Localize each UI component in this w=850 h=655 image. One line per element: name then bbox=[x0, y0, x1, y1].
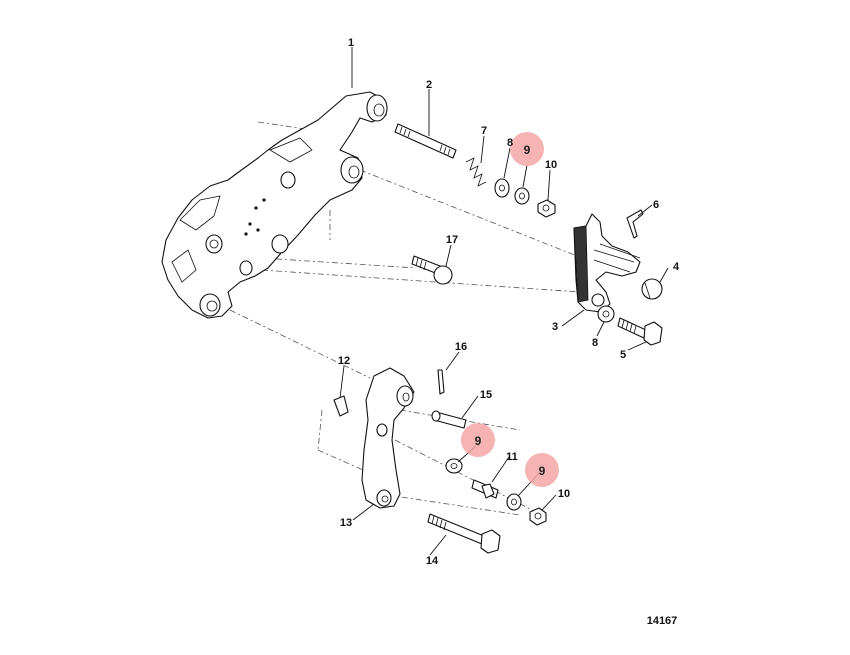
cotter-pin-part-6 bbox=[626, 209, 644, 239]
washer-part-9-lower-right bbox=[506, 493, 522, 511]
shift-lever-part-3 bbox=[573, 213, 641, 313]
callout-17: 17 bbox=[446, 234, 458, 246]
highlight-circle-9-lower-right bbox=[525, 453, 559, 487]
bolt-part-14 bbox=[427, 513, 501, 554]
callout-13: 13 bbox=[340, 517, 352, 529]
stud-part-11 bbox=[471, 479, 499, 499]
callout-9-lower-right: 9 bbox=[539, 464, 546, 478]
callout-12: 12 bbox=[338, 355, 350, 367]
nut-part-10-lower bbox=[529, 507, 547, 526]
callout-5: 5 bbox=[620, 349, 626, 361]
plug-part-4 bbox=[641, 278, 663, 300]
spring-part-7 bbox=[465, 157, 487, 187]
callout-7: 7 bbox=[481, 125, 487, 137]
callout-10-lower: 10 bbox=[558, 488, 570, 500]
bolt-part-5 bbox=[617, 317, 663, 346]
callout-6: 6 bbox=[653, 199, 659, 211]
washer-part-9-lower-left bbox=[445, 458, 463, 474]
callout-15: 15 bbox=[480, 389, 492, 401]
figure-number: 14167 bbox=[647, 615, 678, 627]
callout-3: 3 bbox=[552, 321, 558, 333]
bolt-part-17 bbox=[411, 255, 453, 285]
threaded-stud-part-2 bbox=[394, 123, 457, 159]
callout-10-upper: 10 bbox=[545, 159, 557, 171]
washer-part-8-lower bbox=[597, 305, 615, 323]
pin-part-15 bbox=[431, 410, 467, 429]
pin-part-16 bbox=[437, 369, 445, 395]
callout-2: 2 bbox=[426, 79, 432, 91]
washer-part-9-upper bbox=[514, 187, 530, 205]
highlight-circle-9-lower-left bbox=[461, 423, 495, 457]
callout-9-upper: 9 bbox=[524, 143, 531, 157]
callout-9-lower-left: 9 bbox=[475, 434, 482, 448]
callout-8-upper: 8 bbox=[507, 137, 513, 149]
highlight-markers bbox=[461, 132, 559, 487]
nut-part-10-upper bbox=[537, 199, 556, 218]
lower-arm-part-13 bbox=[361, 367, 415, 509]
callout-11: 11 bbox=[506, 451, 518, 463]
callout-1: 1 bbox=[348, 37, 354, 49]
bracket-plate-part-1 bbox=[161, 91, 388, 319]
callout-16: 16 bbox=[455, 341, 467, 353]
callout-14: 14 bbox=[426, 555, 439, 567]
clip-part-12 bbox=[333, 395, 349, 417]
callout-8-lower: 8 bbox=[592, 337, 598, 349]
callout-labels: 1 2 7 8 9 10 6 17 4 3 8 5 16 12 15 9 11 … bbox=[338, 37, 680, 567]
washer-part-8-upper bbox=[494, 178, 510, 198]
leader-lines bbox=[339, 47, 669, 556]
highlight-circle-9-upper bbox=[510, 132, 544, 166]
callout-4: 4 bbox=[673, 261, 680, 273]
